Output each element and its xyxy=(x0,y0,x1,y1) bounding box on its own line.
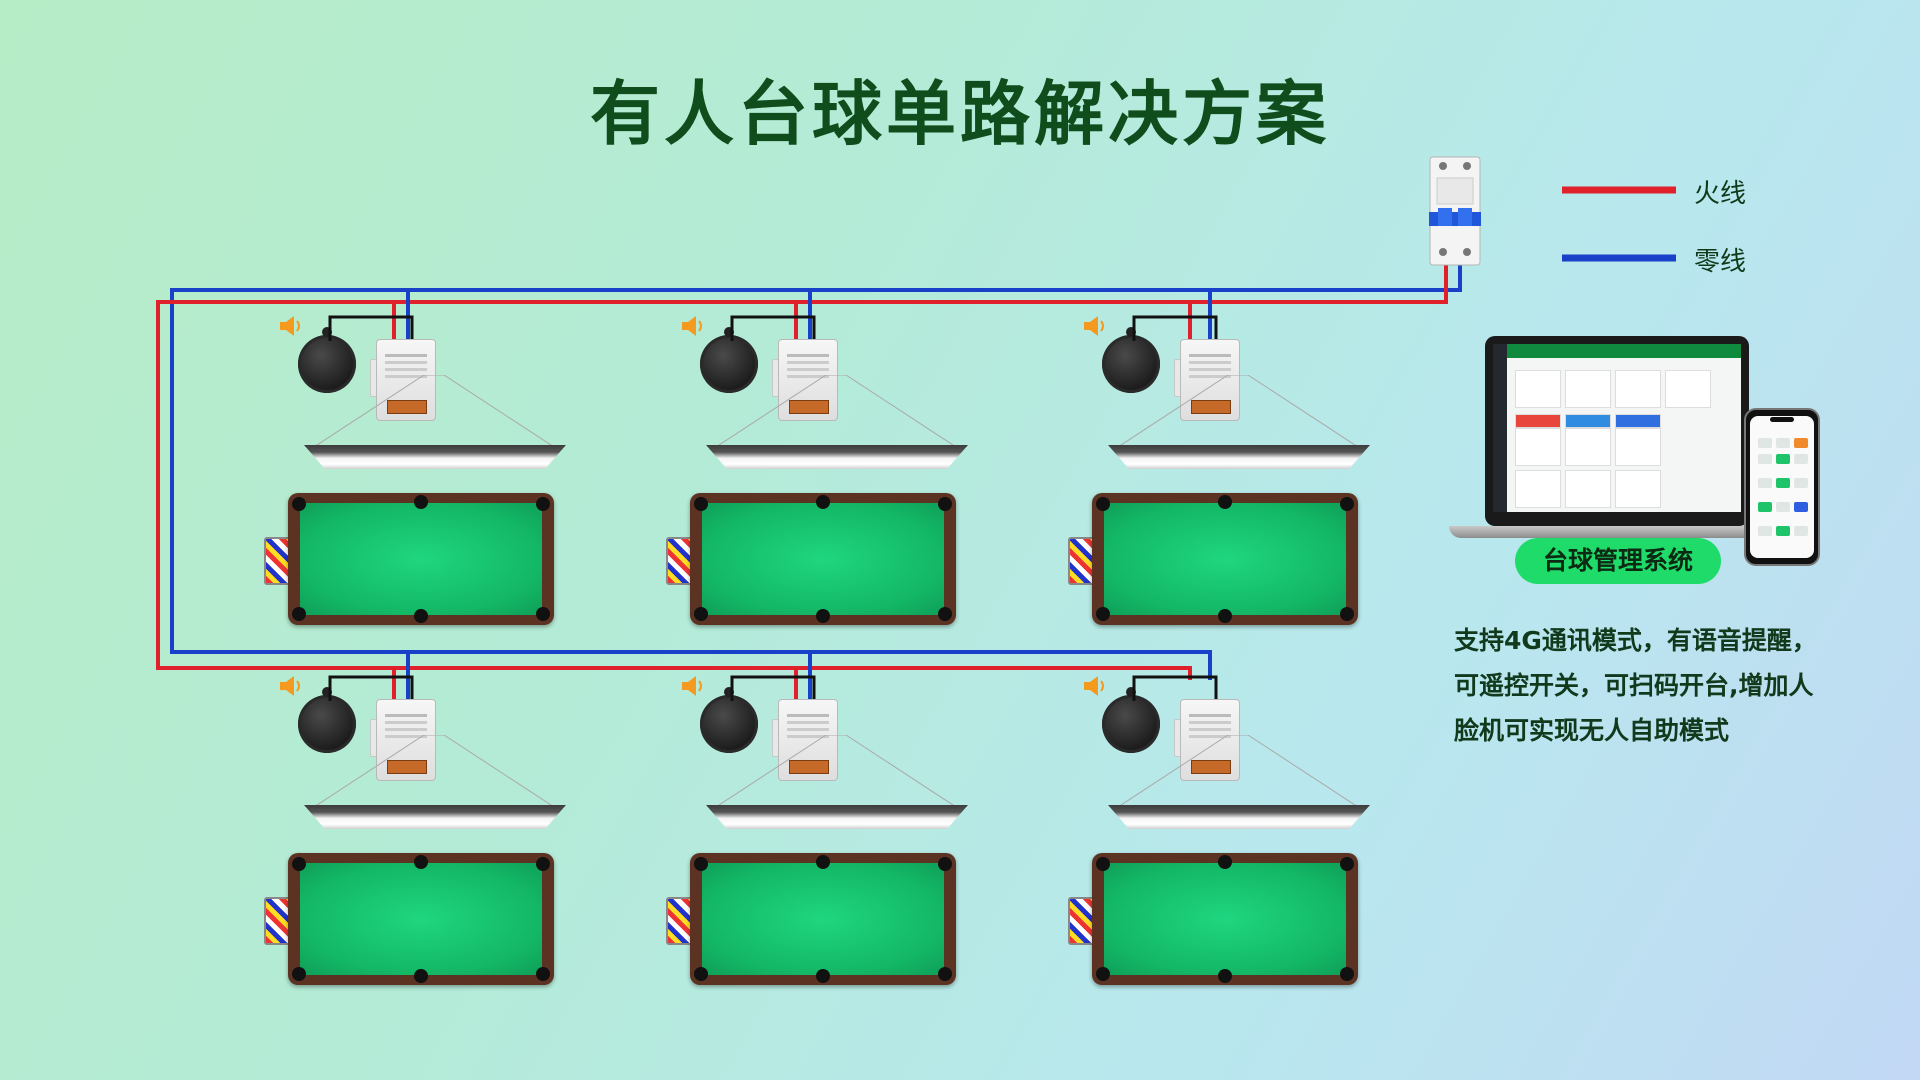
speaker-icon xyxy=(700,327,758,393)
table-unit-2 xyxy=(666,305,1000,645)
speaker-cable xyxy=(1132,315,1218,341)
speaker-cable xyxy=(730,675,816,701)
sound-icon xyxy=(682,676,702,696)
table-lamp xyxy=(1108,445,1370,469)
neutral-wire-trunk xyxy=(170,264,1462,680)
smart-controller xyxy=(778,339,838,421)
table-unit-3 xyxy=(1068,305,1402,645)
table-lamp xyxy=(706,805,968,829)
smart-controller xyxy=(778,699,838,781)
lamp-suspension xyxy=(716,375,956,447)
speaker-icon xyxy=(1102,327,1160,393)
table-lamp xyxy=(304,805,566,829)
smart-controller xyxy=(1180,699,1240,781)
sound-icon xyxy=(1084,316,1104,336)
speaker-icon xyxy=(700,687,758,753)
speaker-icon xyxy=(298,687,356,753)
sound-icon xyxy=(280,316,300,336)
billiard-table xyxy=(1092,493,1358,625)
table-unit-4 xyxy=(264,665,598,1005)
smart-controller xyxy=(376,339,436,421)
legend-live-label: 火线 xyxy=(1694,179,1747,209)
legend-neutral-label: 零线 xyxy=(1694,247,1747,277)
circuit-breaker-icon xyxy=(1429,156,1481,266)
description-line: 可遥控开关，可扫码开台,增加人 xyxy=(1454,671,1814,700)
dashboard-screen xyxy=(1493,344,1741,512)
speaker-cable xyxy=(328,675,414,701)
table-lamp xyxy=(706,445,968,469)
table-unit-6 xyxy=(1068,665,1402,1005)
sound-icon xyxy=(682,316,702,336)
description-line: 脸机可实现无人自助模式 xyxy=(1454,716,1730,745)
table-unit-5 xyxy=(666,665,1000,1005)
speaker-icon xyxy=(1102,687,1160,753)
phone-icon xyxy=(1744,408,1820,566)
billiard-table xyxy=(1092,853,1358,985)
speaker-icon xyxy=(298,327,356,393)
speaker-cable xyxy=(1132,675,1218,701)
lamp-suspension xyxy=(1118,735,1358,807)
speaker-cable xyxy=(730,315,816,341)
billiard-table xyxy=(288,853,554,985)
live-wire-trunk xyxy=(156,264,1448,680)
laptop-icon xyxy=(1449,336,1781,552)
feature-description: 支持4G通讯模式，有语音提醒， 可遥控开关，可扫码开台,增加人 脸机可实现无人自… xyxy=(1454,618,1874,753)
sound-icon xyxy=(280,676,300,696)
billiard-table xyxy=(690,493,956,625)
page-title: 有人台球单路解决方案 xyxy=(590,73,1330,155)
table-lamp xyxy=(1108,805,1370,829)
sound-icon xyxy=(1084,676,1104,696)
description-line: 支持4G通讯模式，有语音提醒， xyxy=(1454,626,1817,655)
table-lamp xyxy=(304,445,566,469)
smart-controller xyxy=(1180,339,1240,421)
billiard-table xyxy=(690,853,956,985)
lamp-suspension xyxy=(314,375,554,447)
lamp-suspension xyxy=(716,735,956,807)
lamp-suspension xyxy=(1118,375,1358,447)
billiard-table xyxy=(288,493,554,625)
smart-controller xyxy=(376,699,436,781)
management-system-label: 台球管理系统 xyxy=(1515,538,1721,584)
lamp-suspension xyxy=(314,735,554,807)
table-unit-1 xyxy=(264,305,598,645)
speaker-cable xyxy=(328,315,414,341)
